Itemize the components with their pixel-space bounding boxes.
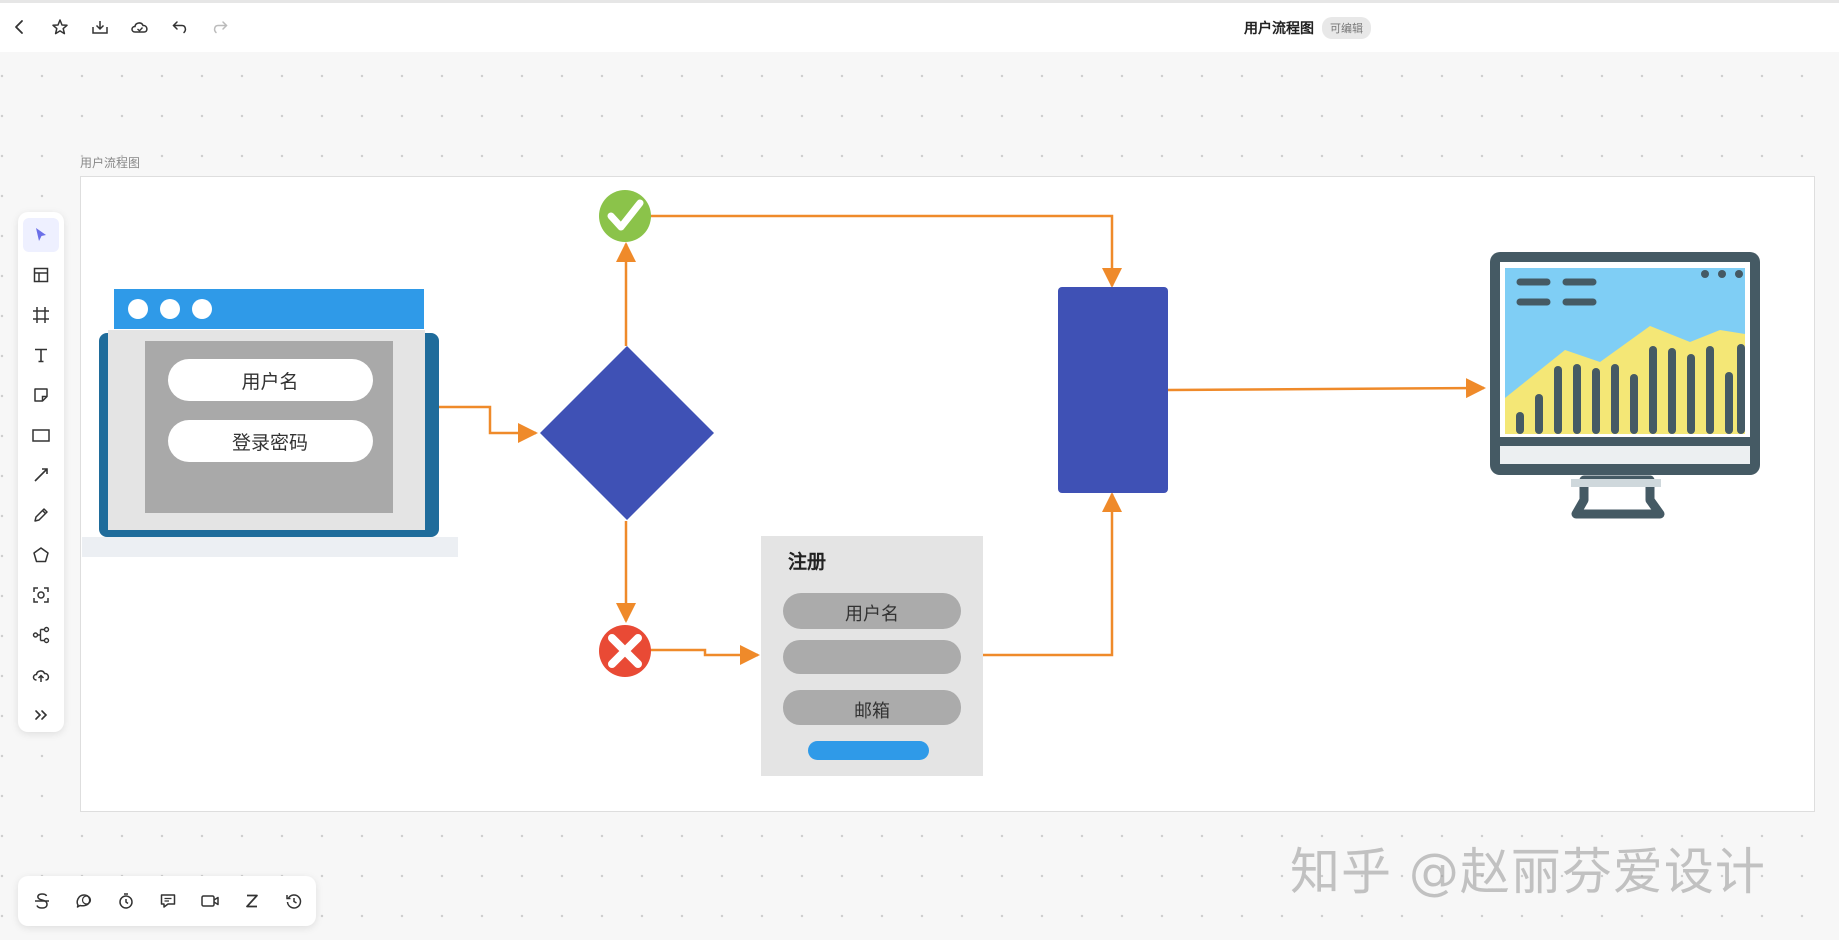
strikethrough-icon[interactable] [26,885,58,917]
register-username-label: 用户名 [845,604,899,625]
download-icon[interactable] [88,15,112,39]
monitor-screen-divider [1510,437,1740,443]
process-rectangle[interactable] [1058,287,1168,493]
monitor-area-chart [1505,326,1745,434]
connector-process-to-monitor[interactable] [1167,378,1486,399]
z-icon[interactable] [236,885,268,917]
back-icon[interactable] [8,15,32,39]
connector-login-to-decision[interactable] [430,405,538,443]
bottom-toolbar [18,876,316,926]
message-icon[interactable] [152,885,184,917]
connector-success-to-process[interactable] [650,214,1122,288]
monitor-dot-icon [1718,270,1726,278]
history-icon[interactable] [278,885,310,917]
select-icon[interactable] [23,218,59,252]
register-password-field[interactable] [783,640,961,674]
document-title[interactable]: 用户流程图 [1244,20,1314,36]
top-bar: 用户流程图 可编辑 [0,0,1839,52]
comment-icon[interactable] [68,885,100,917]
polygon-icon[interactable] [23,538,59,572]
login-username-label: 用户名 [241,371,298,393]
text-icon[interactable] [23,338,59,372]
monitor-chin [1500,446,1750,464]
left-toolbar [18,212,64,732]
register-email-field[interactable] [783,690,961,725]
window-dot-icon [128,299,148,319]
login-username-field[interactable] [168,359,373,401]
error-x-icon[interactable] [599,625,651,677]
login-password-field[interactable] [168,420,373,462]
cloud-icon[interactable] [128,15,152,39]
window-dot-icon [160,299,180,319]
register-form[interactable]: 注册 用户名 邮箱 [761,536,983,776]
monitor-dot-icon [1701,270,1709,278]
register-title: 注册 [788,550,826,573]
scan-icon[interactable] [23,578,59,612]
frame-label[interactable]: 用户流程图 [80,156,141,170]
sticky-note-icon[interactable] [23,378,59,412]
register-username-field[interactable] [783,593,961,629]
success-check-icon[interactable] [599,190,651,242]
more-icon[interactable] [23,698,59,732]
frame-icon[interactable] [23,298,59,332]
video-icon[interactable] [194,885,226,917]
monitor-dot-icon [1735,270,1743,278]
monitor-neck [1571,479,1661,487]
star-icon[interactable] [48,15,72,39]
mindmap-icon[interactable] [23,618,59,652]
register-submit-button[interactable] [808,741,929,760]
monitor-bar-chart [1516,344,1745,434]
document-title-area: 用户流程图 可编辑 [1244,17,1371,39]
redo-icon[interactable] [208,15,232,39]
login-password-label: 登录密码 [232,432,308,454]
laptop-base [82,537,458,557]
upload-icon[interactable] [23,658,59,692]
layout-icon[interactable] [23,258,59,292]
connector-error-to-register[interactable] [650,645,760,665]
decision-diamond[interactable] [540,346,714,520]
connectors [430,214,1486,665]
monitor-dashboard-illustration[interactable] [1490,252,1760,519]
register-email-label: 邮箱 [854,701,890,722]
monitor-text-lines [1516,278,1597,306]
pen-icon[interactable] [23,498,59,532]
connector-register-to-process[interactable] [983,492,1122,657]
editable-badge: 可编辑 [1322,17,1371,39]
window-dot-icon [192,299,212,319]
login-illustration[interactable]: 用户名 登录密码 [82,289,458,557]
undo-icon[interactable] [168,15,192,39]
rectangle-icon[interactable] [23,418,59,452]
line-icon[interactable] [23,458,59,492]
watermark-text: 知乎 @赵丽芬爱设计 [1290,843,1766,901]
timer-icon[interactable] [110,885,142,917]
